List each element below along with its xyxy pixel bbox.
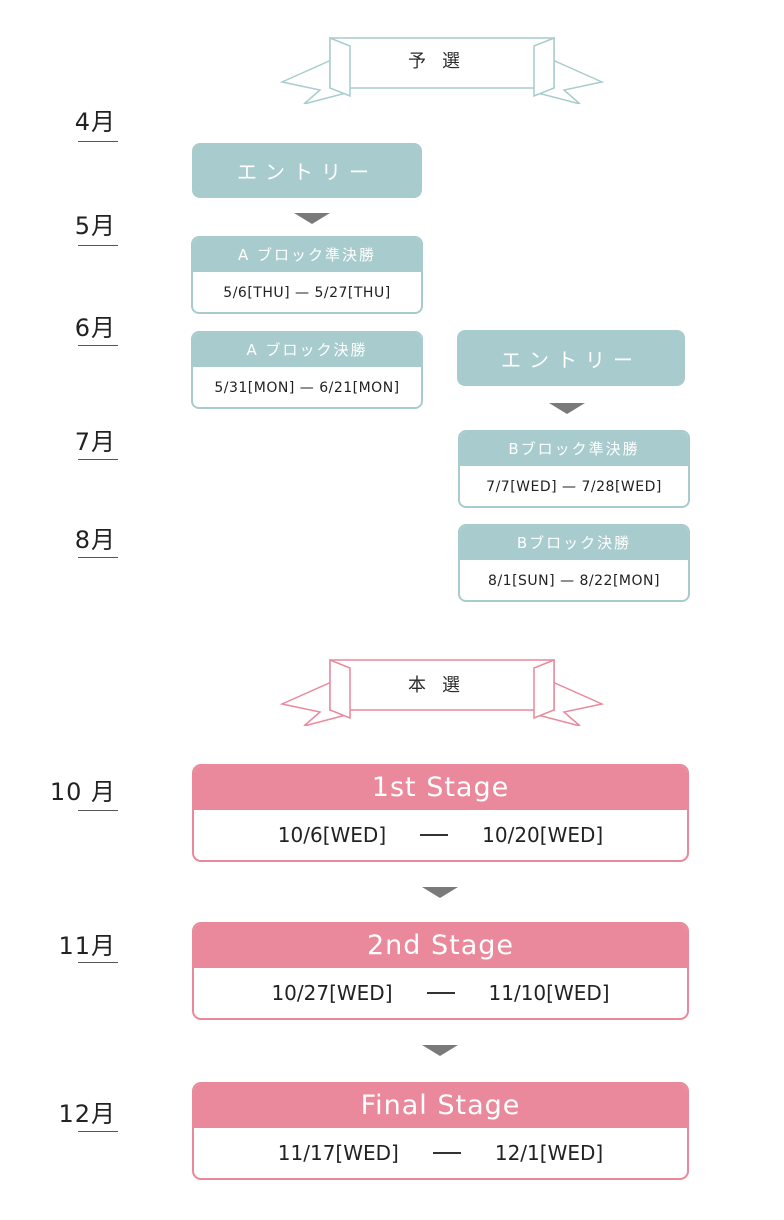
month-divider bbox=[78, 1131, 118, 1132]
month-divider bbox=[78, 810, 118, 811]
month-label: 11月 bbox=[58, 932, 116, 960]
date-start: 11/17[WED] bbox=[277, 1141, 399, 1165]
a-final-box: A ブロック決勝 5/31[MON] — 6/21[MON] bbox=[191, 331, 423, 409]
dash bbox=[426, 992, 455, 994]
date-start: 5/6[THU] bbox=[223, 285, 291, 301]
stage-1-box: 1st Stage 10/6[WED] 10/20[WED] bbox=[192, 764, 689, 862]
stage-2-box: 2nd Stage 10/27[WED] 11/10[WED] bbox=[192, 922, 689, 1020]
date-end: 7/28[WED] bbox=[581, 479, 662, 495]
entry-a: エントリー bbox=[192, 143, 422, 198]
month-divider bbox=[78, 345, 118, 346]
entry-b: エントリー bbox=[457, 330, 685, 386]
stage-dates: 10/27[WED] 11/10[WED] bbox=[194, 968, 687, 1018]
prelim-ribbon: 予選 bbox=[278, 34, 606, 104]
date-sep: — bbox=[295, 285, 310, 301]
month-divider bbox=[78, 141, 118, 142]
month-label: 6月 bbox=[74, 314, 116, 342]
b-semifinal-box: Bブロック準決勝 7/7[WED] — 7/28[WED] bbox=[458, 430, 690, 508]
prelim-title: 予選 bbox=[408, 51, 476, 72]
date-sep: — bbox=[299, 380, 315, 396]
month-label: 10 月 bbox=[49, 778, 116, 806]
month-divider bbox=[78, 962, 118, 963]
date-start: 8/1[SUN] bbox=[488, 573, 556, 589]
dash bbox=[420, 834, 449, 836]
stage-dates: 10/6[WED] 10/20[WED] bbox=[194, 810, 687, 860]
month-divider bbox=[78, 557, 118, 558]
month-label: 5月 bbox=[74, 212, 116, 240]
date-start: 10/27[WED] bbox=[271, 981, 393, 1005]
b-final-dates: 8/1[SUN] — 8/22[MON] bbox=[460, 560, 688, 600]
b-final-box: Bブロック決勝 8/1[SUN] — 8/22[MON] bbox=[458, 524, 690, 602]
month-label: 8月 bbox=[74, 526, 116, 554]
date-start: 5/31[MON] bbox=[214, 380, 295, 396]
b-final-title: Bブロック決勝 bbox=[460, 526, 688, 560]
month-divider bbox=[78, 245, 118, 246]
date-sep: — bbox=[560, 573, 575, 589]
month-label: 4月 bbox=[74, 108, 116, 136]
a-semifinal-box: A ブロック準決勝 5/6[THU] — 5/27[THU] bbox=[191, 236, 423, 314]
a-semifinal-dates: 5/6[THU] — 5/27[THU] bbox=[193, 272, 421, 312]
date-end: 6/21[MON] bbox=[319, 380, 400, 396]
date-end: 10/20[WED] bbox=[482, 823, 604, 847]
stage-dates: 11/17[WED] 12/1[WED] bbox=[194, 1128, 687, 1178]
ribbon-teal-graphic bbox=[279, 36, 605, 104]
month-label: 12月 bbox=[58, 1100, 116, 1128]
down-arrow-icon bbox=[422, 1045, 458, 1056]
date-end: 11/10[WED] bbox=[488, 981, 610, 1005]
down-arrow-icon bbox=[422, 887, 458, 898]
main-title: 本選 bbox=[408, 675, 476, 696]
down-arrow-icon bbox=[294, 213, 330, 224]
b-semifinal-dates: 7/7[WED] — 7/28[WED] bbox=[460, 466, 688, 506]
stage-title: Final Stage bbox=[194, 1084, 687, 1128]
main-ribbon: 本選 bbox=[278, 656, 606, 726]
stage-title: 1st Stage bbox=[194, 766, 687, 810]
dash bbox=[432, 1152, 461, 1154]
month-label: 7月 bbox=[74, 428, 116, 456]
a-semifinal-title: A ブロック準決勝 bbox=[193, 238, 421, 272]
date-sep: — bbox=[562, 479, 577, 495]
b-semifinal-title: Bブロック準決勝 bbox=[460, 432, 688, 466]
down-arrow-icon bbox=[549, 403, 585, 414]
stage-final-box: Final Stage 11/17[WED] 12/1[WED] bbox=[192, 1082, 689, 1180]
date-start: 10/6[WED] bbox=[277, 823, 387, 847]
date-end: 8/22[MON] bbox=[579, 573, 660, 589]
a-final-title: A ブロック決勝 bbox=[193, 333, 421, 367]
month-divider bbox=[78, 459, 118, 460]
stage-title: 2nd Stage bbox=[194, 924, 687, 968]
ribbon-pink-graphic bbox=[279, 658, 605, 726]
a-final-dates: 5/31[MON] — 6/21[MON] bbox=[193, 367, 421, 407]
date-end: 5/27[THU] bbox=[314, 285, 391, 301]
date-end: 12/1[WED] bbox=[494, 1141, 604, 1165]
date-start: 7/7[WED] bbox=[486, 479, 558, 495]
